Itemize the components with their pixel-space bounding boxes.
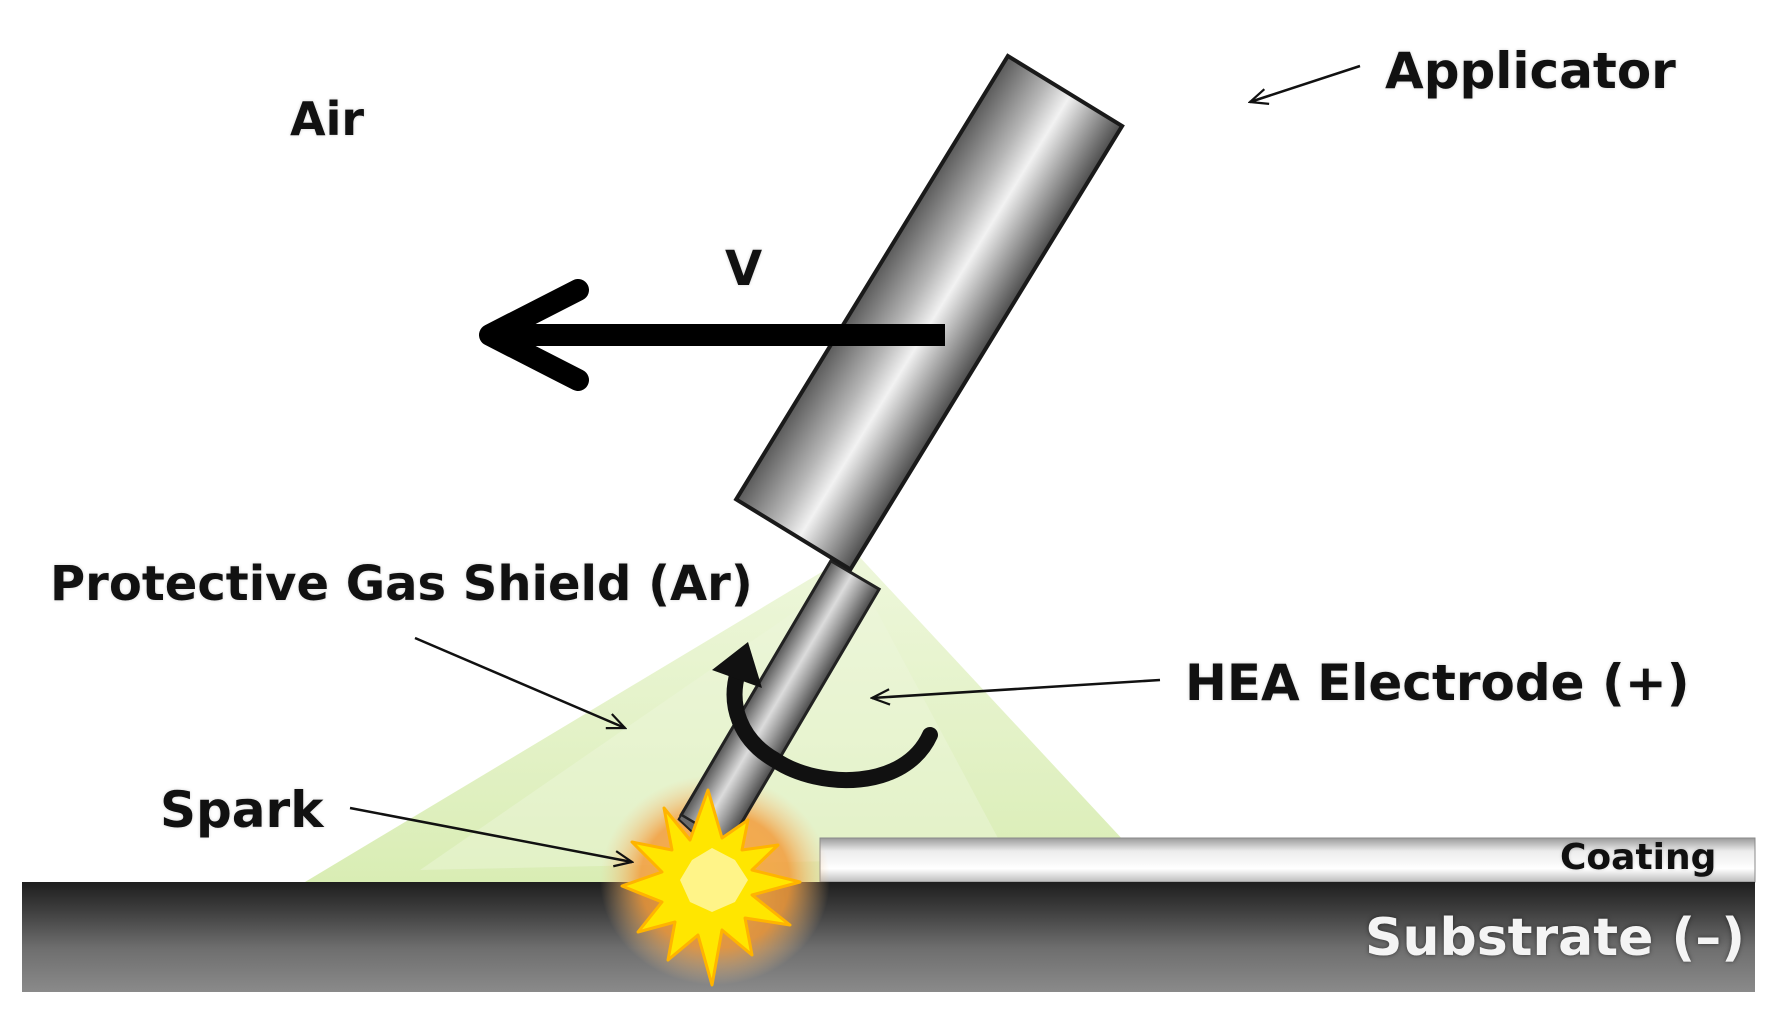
- spark-core: [680, 848, 748, 912]
- electrode-leader-arrow: [872, 678, 1161, 698]
- gas-shield-label: Protective Gas Shield (Ar): [50, 556, 753, 612]
- applicator-leader-arrow: [1250, 64, 1361, 102]
- spark-leader-arrow: [349, 806, 632, 862]
- substrate-layer: [22, 882, 1755, 992]
- applicator-label: Applicator: [1385, 42, 1676, 100]
- velocity-label: V: [725, 241, 763, 297]
- coating-layer: [819, 837, 1756, 883]
- spark-label: Spark: [160, 781, 324, 839]
- coating-label: Coating: [1560, 837, 1717, 878]
- applicator-body: [733, 53, 1125, 573]
- rotation-arrowhead: [712, 642, 762, 688]
- substrate-label: Substrate (–): [1365, 908, 1745, 968]
- gas-shield-leader-arrow: [414, 636, 625, 728]
- hea-electrode-label: HEA Electrode (+): [1185, 654, 1690, 712]
- gas-shield-highlight: [420, 570, 1000, 870]
- air-label: Air: [290, 92, 365, 146]
- velocity-arrowhead: [479, 279, 589, 391]
- gas-shield-cone: [305, 552, 1125, 882]
- rotation-arrow: [726, 664, 938, 788]
